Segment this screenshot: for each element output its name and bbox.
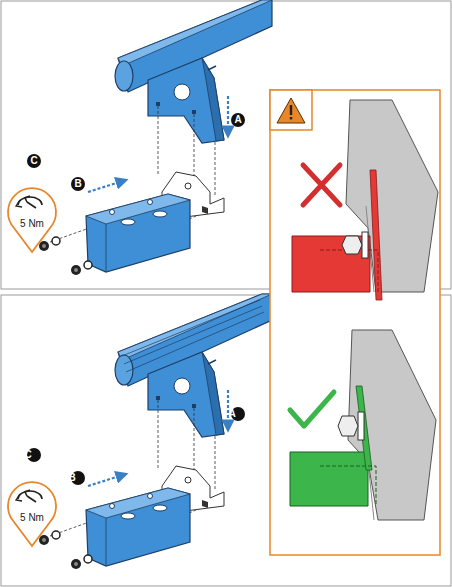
step-callout: A [234,115,241,125]
bar-foot-assembly [8,294,272,569]
step-callout: B [68,473,75,483]
step-callout: A [228,409,235,419]
warning-panel [270,90,440,555]
step-callout: C [24,450,31,460]
step-callout: C [30,156,37,166]
bar-foot-assembly [8,0,272,275]
torque-value: 5 Nm [20,513,44,523]
torque-value: 5 Nm [20,219,44,229]
step-callout: B [74,179,81,189]
